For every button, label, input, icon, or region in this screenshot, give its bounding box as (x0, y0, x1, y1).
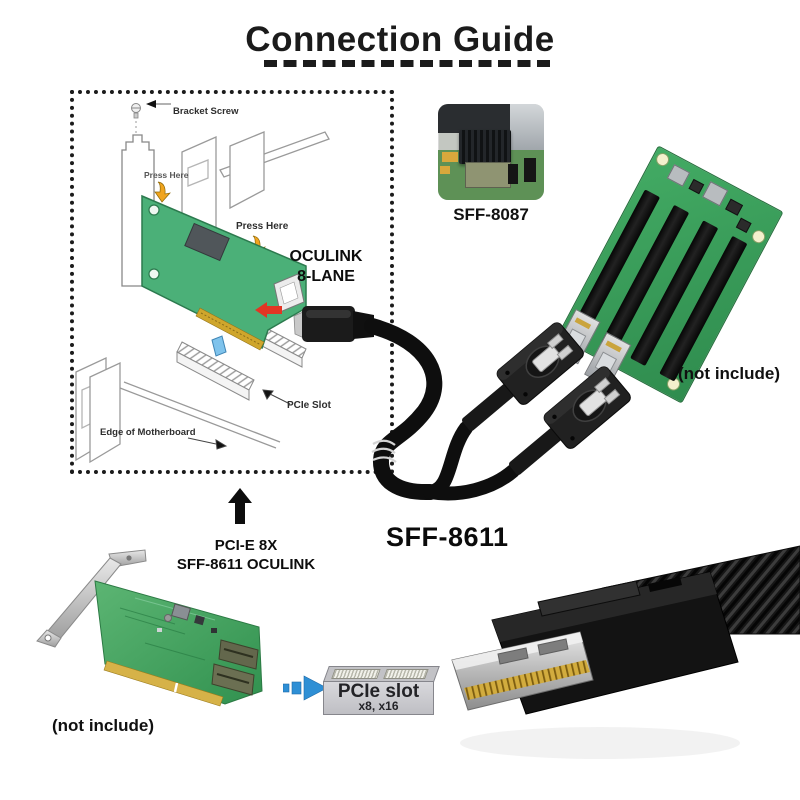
red-arrow-icon (255, 302, 282, 318)
pcie-slot-box-top (323, 666, 440, 682)
oculink-line1: OCULINK (289, 248, 363, 265)
pcie-slot-box: PCIe slot x8, x16 (323, 681, 434, 715)
adapter-line1: PCI-E 8X (214, 537, 278, 554)
label-leader-lines (187, 389, 291, 450)
pcie-slot-box-title: PCIe slot (337, 681, 420, 702)
photo-dark-component (438, 104, 511, 133)
up-arrow-icon (235, 502, 245, 524)
up-arrow-icon (228, 488, 252, 503)
photo-connector-black (508, 164, 518, 184)
adapter-card-photo (36, 549, 263, 707)
press-here-label-side: Press Here (236, 221, 289, 232)
photo-connector-yellow (442, 152, 458, 162)
page-title: Connection Guide (245, 20, 555, 59)
installation-guide-box (70, 90, 394, 474)
oculink-8lane-label: OCULINK 8-LANE (280, 247, 372, 287)
press-here-arrow-icon (154, 181, 171, 203)
edge-of-motherboard-label: Edge of Motherboard (100, 427, 196, 438)
mounting-hole (653, 150, 672, 169)
slot-opening (383, 669, 429, 679)
adapter-line2: SFF-8611 OCULINK (176, 556, 316, 573)
installation-diagram (75, 100, 330, 464)
smd-chip (688, 178, 705, 195)
sff8087-label: SFF-8087 (453, 205, 529, 224)
blue-arrow-icon (283, 675, 328, 701)
inductor-coil (702, 181, 729, 207)
photo-connector-yellow (440, 166, 450, 174)
smd-chip (735, 217, 752, 234)
sff8087-photo (438, 104, 544, 200)
photo-shadow (460, 727, 740, 759)
adapter-label: PCI-E 8X SFF-8611 OCULINK (158, 536, 334, 574)
pcie-slot-label: PCIe Slot (287, 400, 331, 411)
photo-connector-black (524, 158, 536, 182)
mounting-hole (749, 227, 768, 246)
bracket-screw-icon (131, 100, 171, 134)
oculink-line2: 8-LANE (297, 268, 355, 285)
press-here-label-top: Press Here (144, 170, 189, 180)
bracket-screw-label: Bracket Screw (173, 106, 239, 117)
card-bracket (36, 549, 147, 648)
pcie-slots-line-art (176, 327, 307, 401)
card-body (94, 580, 263, 707)
minisas-connector-2 (509, 366, 631, 475)
sff8611-label: SFF-8611 (386, 522, 509, 552)
not-include-note-left: (not include) (52, 716, 154, 735)
photo-heatsink (459, 130, 511, 164)
pcie-slot-box-sizes: x8, x16 (358, 699, 399, 713)
slot-clip-icon (211, 335, 227, 357)
not-include-note-right: (not include) (678, 364, 780, 383)
smd-chip (725, 198, 744, 216)
photo-sff8087-socket (465, 162, 511, 188)
inductor-coil (666, 164, 691, 187)
slot-opening (331, 669, 381, 679)
connector-metal-tip (451, 631, 594, 711)
title-underline (264, 60, 552, 67)
oculink-connector-macro-photo (451, 545, 800, 759)
minisas-port (584, 331, 632, 388)
